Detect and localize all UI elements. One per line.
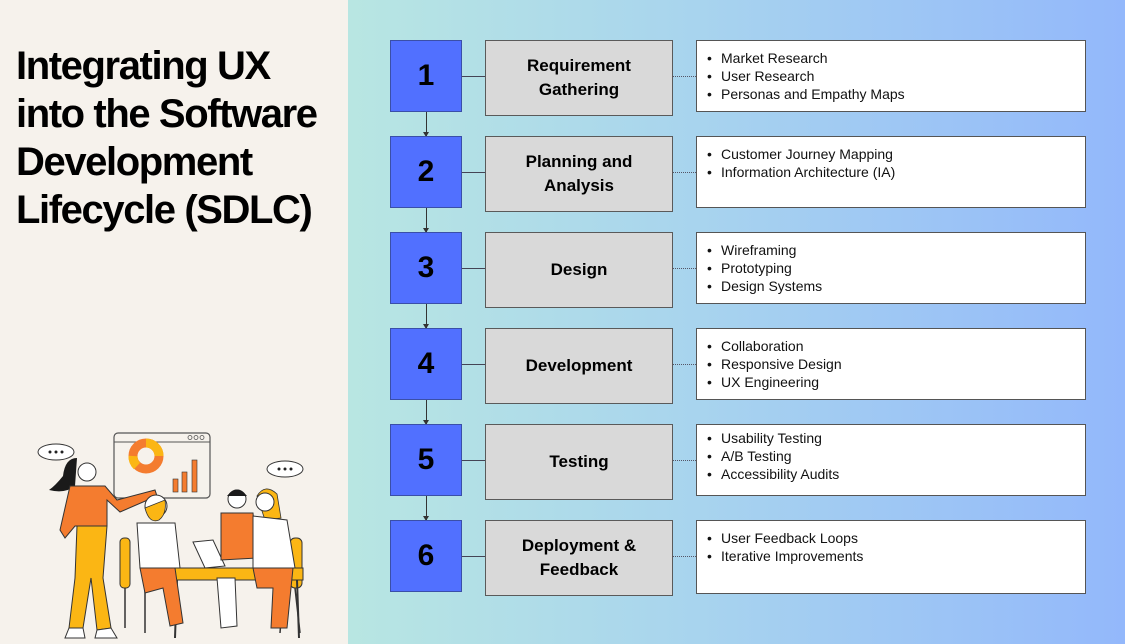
detail-item: Prototyping — [705, 259, 1085, 277]
phase-box: Planning and Analysis — [485, 136, 673, 212]
detail-item: Responsive Design — [705, 355, 1085, 373]
details-box: User Feedback Loops Iterative Improvemen… — [696, 520, 1086, 594]
speech-bubble-icon — [266, 460, 304, 478]
detail-item: Market Research — [705, 49, 1085, 67]
dotted-connector — [673, 364, 696, 365]
down-arrow-icon — [423, 496, 429, 521]
title-line: Lifecycle (SDLC) — [16, 188, 313, 232]
detail-item: Collaboration — [705, 337, 1085, 355]
title-line: Development — [16, 140, 253, 184]
phase-box: Design — [485, 232, 673, 308]
connector-line — [462, 556, 485, 557]
team-meeting-illustration — [37, 432, 304, 639]
phase-label: Deployment & Feedback — [521, 536, 637, 579]
details-box: Market Research User Research Personas a… — [696, 40, 1086, 112]
phase-box: Development — [485, 328, 673, 404]
connector-line — [462, 76, 485, 77]
detail-item: Wireframing — [705, 241, 1085, 259]
connector-line — [462, 364, 485, 365]
dotted-connector — [673, 460, 696, 461]
phase-box: Testing — [485, 424, 673, 500]
phase-label: Testing — [549, 452, 609, 471]
presenter-figure — [49, 458, 158, 639]
step-number-badge: 3 — [390, 232, 462, 304]
phase-label: Requirement Gathering — [527, 56, 631, 99]
details-box: Wireframing Prototyping Design Systems — [696, 232, 1086, 304]
connector-line — [462, 460, 485, 461]
left-panel: Integrating UX into the Software Develop… — [0, 0, 348, 644]
step-number-badge: 5 — [390, 424, 462, 496]
connector-line — [462, 172, 485, 173]
connector-line — [462, 268, 485, 269]
detail-item: Usability Testing — [705, 429, 1085, 447]
phase-label: Planning and Analysis — [525, 152, 633, 195]
details-box: Collaboration Responsive Design UX Engin… — [696, 328, 1086, 400]
detail-item: User Research — [705, 67, 1085, 85]
dashboard-icon — [113, 432, 211, 499]
down-arrow-icon — [423, 112, 429, 137]
phase-label: Development — [525, 356, 633, 375]
speech-bubble-icon — [37, 443, 75, 461]
down-arrow-icon — [423, 304, 429, 329]
detail-item: Design Systems — [705, 277, 1085, 295]
step-number-badge: 4 — [390, 328, 462, 400]
down-arrow-icon — [423, 208, 429, 233]
phase-label: Design — [550, 260, 608, 279]
phase-box: Requirement Gathering — [485, 40, 673, 116]
seated-figure — [252, 488, 296, 629]
detail-item: A/B Testing — [705, 447, 1085, 465]
phase-box: Deployment & Feedback — [485, 520, 673, 596]
page-title: Integrating UX into the Software Develop… — [16, 42, 346, 234]
detail-item: Personas and Empathy Maps — [705, 85, 1085, 103]
detail-item: UX Engineering — [705, 373, 1085, 391]
dotted-connector — [673, 268, 696, 269]
down-arrow-icon — [423, 400, 429, 425]
detail-item: Accessibility Audits — [705, 465, 1085, 483]
seated-figure — [216, 489, 258, 629]
title-line: into the Software — [16, 92, 318, 136]
detail-item: User Feedback Loops — [705, 529, 1085, 547]
dotted-connector — [673, 172, 696, 173]
title-line: Integrating UX — [16, 44, 271, 88]
dotted-connector — [673, 76, 696, 77]
detail-item: Information Architecture (IA) — [705, 163, 1085, 181]
step-number-badge: 1 — [390, 40, 462, 112]
detail-item: Customer Journey Mapping — [705, 145, 1085, 163]
details-box: Usability Testing A/B Testing Accessibil… — [696, 424, 1086, 496]
step-number-badge: 2 — [390, 136, 462, 208]
dotted-connector — [673, 556, 696, 557]
details-box: Customer Journey Mapping Information Arc… — [696, 136, 1086, 208]
step-number-badge: 6 — [390, 520, 462, 592]
seated-figure — [136, 494, 184, 627]
detail-item: Iterative Improvements — [705, 547, 1085, 565]
